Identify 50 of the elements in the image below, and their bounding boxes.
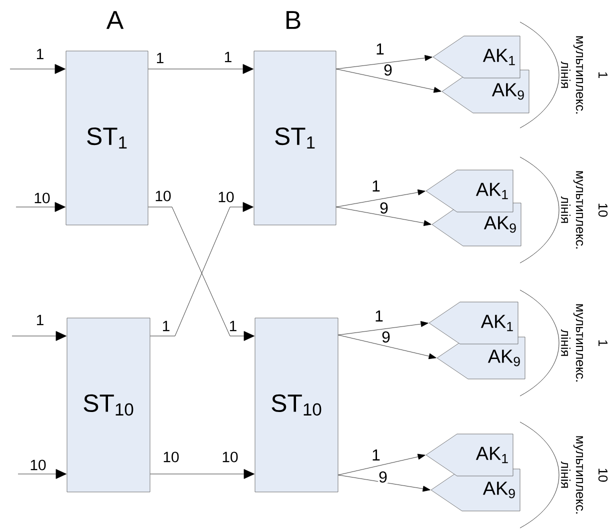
port-number: 10 <box>222 452 238 462</box>
arrow <box>338 474 430 492</box>
arrow <box>150 469 255 479</box>
subscriber-pentagon: AK$_{1}$ <box>428 302 518 344</box>
arrow <box>336 206 432 226</box>
line-number: 10 <box>598 468 608 482</box>
subscriber-pentagon: AK$_{1}$ <box>426 434 514 476</box>
edge-label: 1 <box>371 180 381 192</box>
switch-box: ST$_{10}$ <box>66 318 150 492</box>
port-number: 10 <box>156 190 171 202</box>
edge-label: 1 <box>374 310 384 322</box>
line-label: мультиплекс. лінія <box>560 171 584 248</box>
port-number: 1 <box>225 52 232 62</box>
switch-box: ST$_{1}$ <box>254 50 336 226</box>
edge-label: 9 <box>383 64 393 76</box>
switch-box: ST$_{10}$ <box>254 318 338 492</box>
arrow <box>338 321 428 336</box>
edge-label: 9 <box>378 470 388 484</box>
arrow <box>336 55 432 70</box>
edge-label: 9 <box>379 202 389 214</box>
port-number: 1 <box>157 52 164 64</box>
line-number: 1 <box>598 340 608 346</box>
subscriber-pentagon: AK$_{1}$ <box>426 170 514 212</box>
arrow <box>10 64 66 74</box>
port-number: 1 <box>163 320 170 332</box>
line-label: мультиплекс. лінія <box>560 304 584 382</box>
edge-label: 1 <box>375 43 385 55</box>
port-number: 1 <box>230 320 236 332</box>
arrow <box>16 202 66 212</box>
port-number: 10 <box>218 192 234 202</box>
arrow <box>12 331 67 341</box>
port-number: 10 <box>164 452 179 462</box>
switch-box: ST$_{1}$ <box>66 50 148 226</box>
port-number: 10 <box>34 192 50 204</box>
arrow <box>18 469 67 479</box>
arrow <box>338 454 426 476</box>
subscriber-pentagon: AK$_{1}$ <box>432 36 520 78</box>
line-label: мультиплекс. лінія <box>560 36 584 114</box>
line-number: 1 <box>598 72 608 78</box>
arrow <box>336 189 426 208</box>
port-number: 1 <box>37 48 44 60</box>
port-number: 10 <box>30 460 46 470</box>
arrow <box>336 68 442 93</box>
edge-label: 9 <box>381 330 391 344</box>
line-label: мультиплекс. лінія <box>560 436 584 514</box>
line-number: 10 <box>598 204 608 217</box>
edge-label: 1 <box>371 449 381 461</box>
arrow <box>148 64 254 74</box>
arrow <box>338 334 436 360</box>
port-number: 1 <box>37 314 44 326</box>
